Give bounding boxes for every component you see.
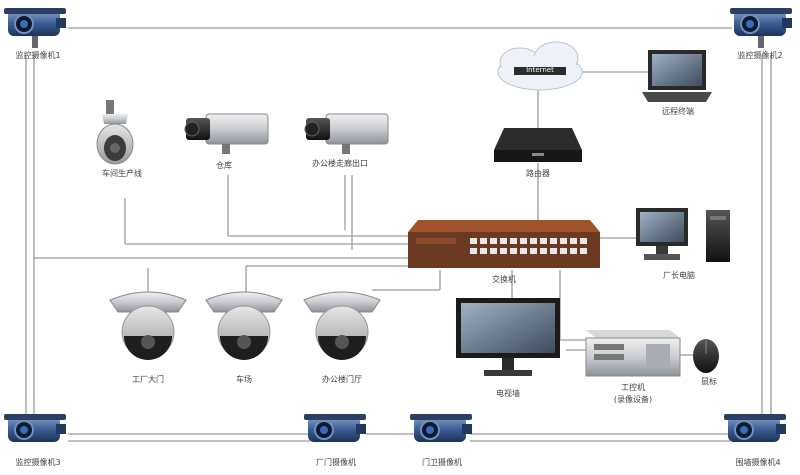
bullet-top-left-label: 监控摄像机1 xyxy=(15,51,61,60)
monitor-icon xyxy=(456,298,560,376)
bullet-camera-icon xyxy=(730,8,792,48)
speed-dome-camera-icon xyxy=(96,100,134,165)
bullet-camera-icon xyxy=(724,414,786,442)
bullet-bottom-left-label: 监控摄像机3 xyxy=(15,458,61,467)
bullet-top-right-label: 监控摄像机2 xyxy=(737,51,783,60)
laptop-icon xyxy=(642,50,712,102)
router-icon xyxy=(494,128,582,162)
bullet-camera-icon xyxy=(304,414,366,442)
bullet-bottom-mid2-label: 门卫摄像机 xyxy=(422,458,462,467)
internet-cloud-icon xyxy=(497,41,583,91)
box-camera-2-label: 办公楼走廊出口 xyxy=(312,159,368,168)
pc-label: 厂长电脑 xyxy=(663,271,695,280)
dome-camera-icon xyxy=(109,291,187,360)
laptop-label: 远程终端 xyxy=(662,107,694,116)
dome-camera-icon xyxy=(205,291,283,360)
dome-camera-icon xyxy=(303,291,381,360)
box-camera-icon xyxy=(184,113,269,154)
server-label-line2: (录像设备) xyxy=(613,395,653,404)
bullet-bottom-mid-label: 厂门摄像机 xyxy=(316,458,356,467)
dome-3-label: 办公楼门厅 xyxy=(322,375,362,384)
bullet-camera-icon xyxy=(410,414,472,442)
server-label-line1: 工控机 xyxy=(621,383,645,392)
bullet-bottom-right-label: 围墙摄像机4 xyxy=(735,458,781,467)
box-camera-icon xyxy=(304,113,389,154)
dome-1-label: 工厂大门 xyxy=(132,375,164,384)
router-label: 路由器 xyxy=(526,169,550,178)
box-camera-1-label: 仓库 xyxy=(216,161,232,170)
speed-dome-label: 车间生产线 xyxy=(102,169,142,178)
switch-label: 交换机 xyxy=(492,275,516,284)
bullet-camera-icon xyxy=(4,414,66,442)
mouse-label: 鼠标 xyxy=(701,377,717,386)
industrial-pc-icon xyxy=(585,330,681,377)
mouse-icon xyxy=(693,339,719,373)
desktop-pc-icon xyxy=(636,208,730,262)
dome-2-label: 车场 xyxy=(236,375,252,384)
internet-label: Internet xyxy=(526,66,554,74)
network-switch-icon xyxy=(408,220,600,268)
connection-lines xyxy=(25,27,772,442)
bullet-camera-icon xyxy=(4,8,66,48)
monitor-label: 电视墙 xyxy=(496,389,520,398)
